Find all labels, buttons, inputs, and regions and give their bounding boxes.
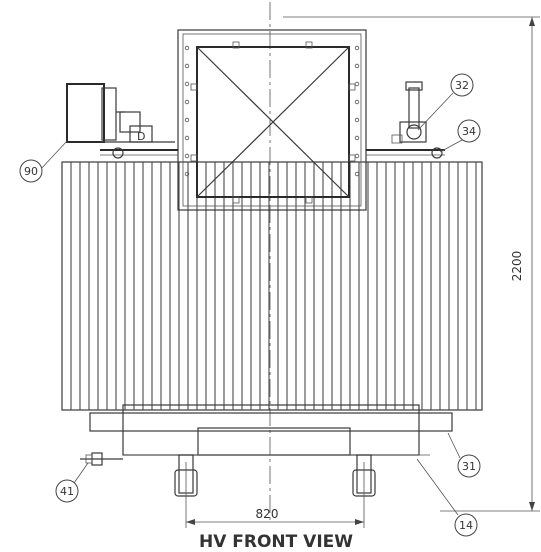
flange-bolts <box>184 45 360 177</box>
breather-32 <box>391 81 443 159</box>
tank-fins <box>61 161 483 411</box>
drain-valve-41 <box>80 452 123 466</box>
callout-32 <box>417 73 474 131</box>
callout-90-label: 90 <box>24 165 38 178</box>
dim-height-label: 2200 <box>510 251 524 282</box>
cable-box <box>177 29 367 211</box>
callout-90 <box>19 140 68 183</box>
wheels <box>174 454 376 502</box>
callout-32-label: 32 <box>455 79 469 92</box>
callout-14 <box>416 458 478 537</box>
callout-31-label: 31 <box>462 460 476 473</box>
drawing-title: HV FRONT VIEW <box>199 532 353 552</box>
svg-text:D: D <box>137 130 145 143</box>
dimension-height <box>283 16 540 512</box>
dim-width-label: 820 <box>256 507 279 521</box>
dimension-width <box>185 502 365 528</box>
base-skid <box>89 404 453 456</box>
callout-34-label: 34 <box>462 125 476 138</box>
callout-34 <box>439 119 481 153</box>
callout-41 <box>55 462 89 503</box>
callout-41-label: 41 <box>60 485 74 498</box>
callout-14-label: 14 <box>459 519 473 532</box>
conservator-90: D <box>66 83 175 159</box>
callout-31 <box>447 432 481 478</box>
